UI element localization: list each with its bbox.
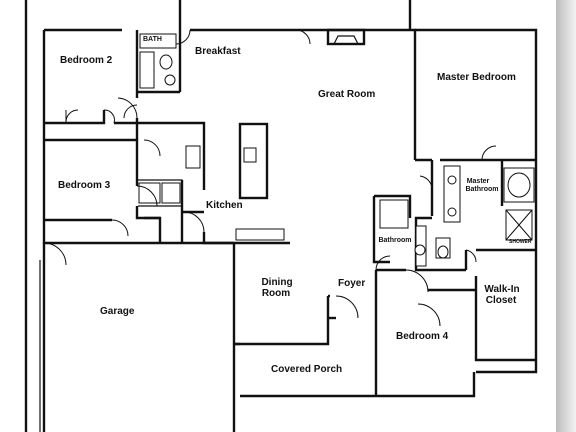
page-edge-shadow [556,0,576,432]
kitchen-walls [137,121,285,245]
label-bathroom: Bathroom [378,237,412,244]
label-bedroom-3: Bedroom 3 [58,180,111,191]
label-master-bathroom-line2: Bathroom [465,186,499,193]
garage-walls [39,243,236,432]
label-dining-line2: Room [261,288,291,299]
label-shower: SHOWER [509,239,532,245]
label-walkin-line1: Walk-In [484,284,520,295]
label-walkin-line2: Closet [485,295,517,306]
label-garage: Garage [100,306,135,317]
label-great-room: Great Room [318,89,376,100]
label-foyer: Foyer [338,278,366,289]
bedroom4-walls [376,268,476,398]
label-covered-porch: Covered Porch [271,364,343,375]
label-kitchen: Kitchen [206,200,243,211]
label-dining-line1: Dining [261,277,293,288]
dining-walls [234,241,378,398]
door-swings [43,29,497,327]
label-bedroom-2: Bedroom 2 [60,55,113,66]
bath-2-fixtures [139,33,177,89]
label-bedroom-4: Bedroom 4 [396,331,449,342]
west-bedroom-walls [44,30,182,243]
label-master-bedroom: Master Bedroom [437,72,516,83]
label-bath-tub: BATH [143,36,162,43]
fireplace [326,28,366,46]
label-breakfast: Breakfast [195,46,241,57]
label-master-bathroom-line1: Master [466,178,490,185]
bath-walls [372,158,536,362]
